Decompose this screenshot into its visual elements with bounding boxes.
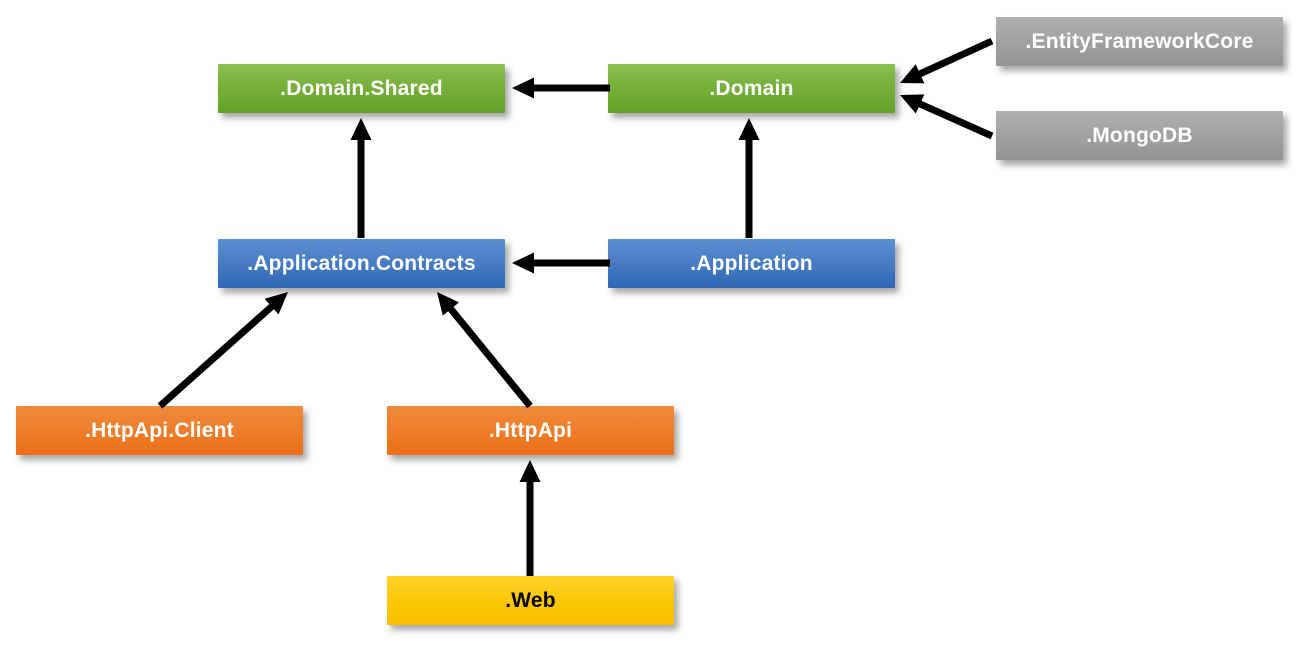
arrow-head [512,77,534,99]
arrow-head [264,292,288,315]
module-box-label: .HttpApi.Client [85,418,234,442]
arrow-httpapi-client-to-application-contracts [157,292,288,409]
module-box-httpapi[interactable]: .HttpApi [387,406,674,455]
arrow-head [519,460,541,482]
module-box-mongodb[interactable]: .MongoDB [996,111,1283,160]
module-box-web[interactable]: .Web [387,576,674,625]
arrow-shaft [157,302,276,409]
arrow-head [437,292,460,316]
module-box-label: .MongoDB [1086,123,1193,147]
module-box-domain[interactable]: .Domain [608,64,895,113]
arrow-web-to-httpapi [519,460,541,576]
module-box-application[interactable]: .Application [608,239,895,288]
arrow-application-contracts-to-domain-shared [350,118,372,238]
arrow-shaft [916,99,994,140]
module-box-label: .Web [505,588,556,612]
arrow-domain-to-domain-shared [512,77,610,99]
arrow-application-to-domain [738,118,760,238]
module-box-label: .Domain.Shared [280,76,443,100]
arrow-shaft [446,305,533,409]
module-box-label: .EntityFrameworkCore [1025,29,1254,53]
arrow-httpapi-to-application-contracts [437,292,533,409]
arrow-head [512,252,534,274]
arrow-shaft [916,37,994,78]
module-box-label: .Domain [709,76,794,100]
module-box-label: .HttpApi [488,418,573,442]
arrow-head [900,94,925,114]
arrow-head [738,118,760,140]
arrow-head [350,118,372,140]
module-box-application-contracts[interactable]: .Application.Contracts [218,239,505,288]
module-box-httpapi-client[interactable]: .HttpApi.Client [16,406,303,455]
module-box-entityframeworkcore[interactable]: .EntityFrameworkCore [996,17,1283,66]
module-box-domain-shared[interactable]: .Domain.Shared [218,64,505,113]
module-box-label: .Application [690,251,813,275]
arrow-mongodb-to-domain [900,94,994,140]
module-box-label: .Application.Contracts [247,251,476,275]
arrow-application-to-application-contracts [512,252,610,274]
arrow-entityframeworkcore-to-domain [900,37,994,84]
arrow-head [900,64,925,84]
